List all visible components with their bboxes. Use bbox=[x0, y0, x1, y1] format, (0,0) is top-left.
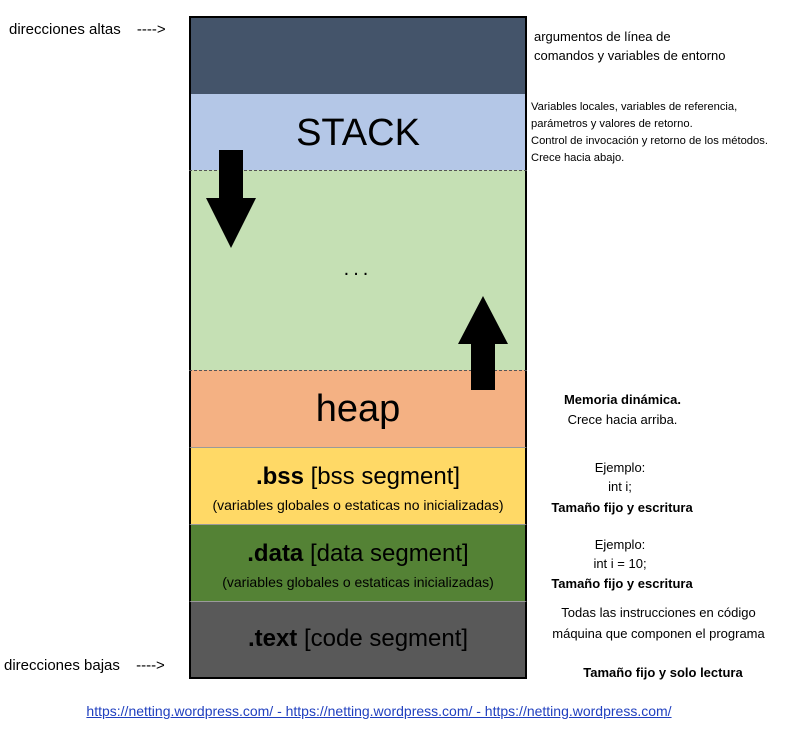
high-addresses-text: direcciones altas bbox=[9, 21, 121, 38]
stack-segment: STACK bbox=[189, 94, 527, 170]
stack-label: STACK bbox=[296, 112, 420, 154]
low-addresses-text: direcciones bajas bbox=[4, 657, 120, 674]
low-addresses-label: direcciones bajas ----> bbox=[4, 657, 165, 674]
args-note: argumentos de línea de comandos y variab… bbox=[534, 29, 726, 63]
bss-name: .bss bbox=[255, 463, 304, 490]
bss-example-code: int i; bbox=[608, 479, 632, 494]
heap-segment: heap bbox=[189, 370, 527, 447]
data-desc: [data segment] bbox=[303, 540, 469, 567]
stack-boundary-line bbox=[189, 170, 527, 171]
bss-size-note: Tamaño fijo y escritura bbox=[551, 500, 693, 515]
bss-example-label: Ejemplo: bbox=[594, 460, 646, 475]
free-space-ellipsis: ... bbox=[343, 258, 373, 280]
heap-note-sub: Crece hacia arriba. bbox=[567, 412, 678, 427]
footer-links[interactable]: https://netting.wordpress.com/ - https:/… bbox=[86, 703, 672, 719]
heap-boundary-line bbox=[189, 370, 527, 371]
bss-desc: [bss segment] bbox=[303, 463, 461, 490]
stack-grows-down-arrow-icon bbox=[206, 150, 256, 248]
stack-note: Variables locales, variables de referenc… bbox=[531, 99, 768, 167]
stack-note-line-2: parámetros y valores de retorno. bbox=[531, 118, 693, 130]
heap-grows-up-arrow-icon bbox=[458, 296, 508, 390]
data-segment: .data [data segment] (variables globales… bbox=[189, 524, 527, 601]
data-subtitle: (variables globales o estaticas iniciali… bbox=[222, 574, 494, 590]
text-note-line-1: Todas las instrucciones en código bbox=[561, 605, 756, 620]
heap-label: heap bbox=[315, 388, 401, 430]
bss-title: .bss [bss segment] bbox=[191, 463, 525, 491]
bss-subtitle: (variables globales o estaticas no inici… bbox=[212, 497, 504, 513]
args-env-segment bbox=[189, 16, 527, 94]
heap-note-title: Memoria dinámica. bbox=[563, 392, 682, 407]
stack-note-line-4: Crece hacia abajo. bbox=[531, 152, 625, 164]
data-example-code: int i = 10; bbox=[593, 556, 647, 571]
data-size-note: Tamaño fijo y escritura bbox=[551, 576, 693, 591]
data-name: .data bbox=[247, 540, 304, 567]
text-title: .text [code segment] bbox=[191, 625, 525, 653]
bss-segment: .bss [bss segment] (variables globales o… bbox=[189, 447, 527, 524]
text-note-line-2: máquina que componen el programa bbox=[552, 626, 765, 641]
data-example-label: Ejemplo: bbox=[594, 537, 646, 552]
text-size-note: Tamaño fijo y solo lectura bbox=[583, 665, 743, 680]
text-segment: .text [code segment] bbox=[189, 601, 527, 679]
text-desc: [code segment] bbox=[297, 625, 469, 652]
low-addresses-arrow: ----> bbox=[136, 657, 165, 674]
data-title: .data [data segment] bbox=[191, 540, 525, 568]
stack-note-line-3: Control de invocación y retorno de los m… bbox=[531, 135, 768, 147]
high-addresses-label: direcciones altas ----> bbox=[9, 21, 166, 38]
high-addresses-arrow: ----> bbox=[136, 21, 166, 38]
text-name: .text bbox=[247, 625, 298, 652]
stack-note-line-1: Variables locales, variables de referenc… bbox=[531, 101, 738, 113]
